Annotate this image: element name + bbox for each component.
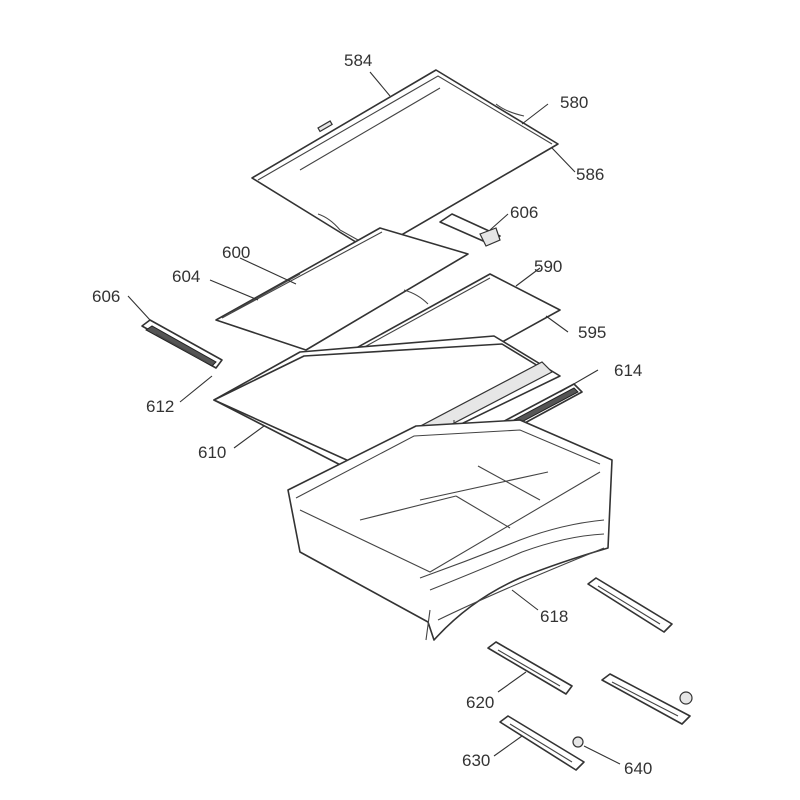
callout-612: 612 (146, 397, 174, 416)
clip-606-right[interactable] (439, 213, 501, 247)
callout-606-top: 606 (510, 203, 538, 222)
callout-620: 620 (466, 693, 494, 712)
crisper-drawer-618[interactable] (287, 419, 613, 641)
callout-618: 618 (540, 607, 568, 626)
callout-580: 580 (560, 93, 588, 112)
callout-595: 595 (578, 323, 606, 342)
slide-rail-618-right[interactable] (587, 577, 673, 633)
side-rail-606-left[interactable] (141, 319, 223, 369)
callout-614: 614 (614, 361, 642, 380)
callout-600: 600 (222, 243, 250, 262)
callout-606-left: 606 (92, 287, 120, 306)
roller-640[interactable] (572, 736, 584, 748)
callout-630: 630 (462, 751, 490, 770)
callout-590: 590 (534, 257, 562, 276)
slide-rail-630[interactable] (499, 715, 585, 771)
callout-586: 586 (576, 165, 604, 184)
callout-604: 604 (172, 267, 200, 286)
callout-640: 640 (624, 759, 652, 778)
slide-rail-620[interactable] (487, 641, 573, 695)
callout-610: 610 (198, 443, 226, 462)
top-glass-shelf[interactable] (251, 69, 559, 253)
callout-584: 584 (344, 51, 372, 70)
middle-shelf[interactable] (215, 227, 469, 351)
crisper-cover-610[interactable] (213, 335, 561, 475)
leader-lines (127, 71, 621, 765)
slide-rail-right-lower[interactable] (601, 673, 693, 725)
